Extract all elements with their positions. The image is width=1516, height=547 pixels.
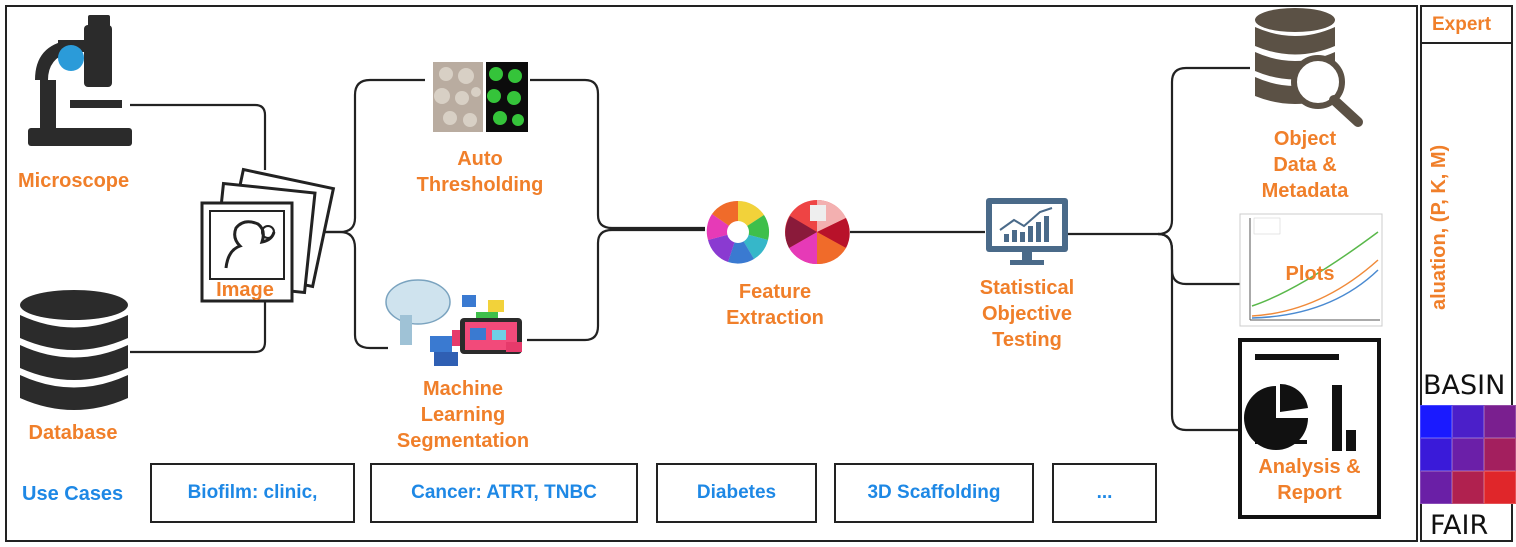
image-label: Image <box>216 279 274 301</box>
evaluation-label: aluation, (P, K, M) <box>1428 144 1450 310</box>
object-data-line-3: Metadata <box>1261 180 1349 202</box>
basin-label: BASIN <box>1423 370 1506 401</box>
use-case-box: ... <box>1052 463 1157 523</box>
grid-cell <box>1420 471 1452 504</box>
object-data-line-2: Data & <box>1273 154 1337 176</box>
grid-cell <box>1484 438 1516 471</box>
use-case-box: Cancer: ATRT, TNBC <box>370 463 638 523</box>
grid-cell <box>1452 405 1484 438</box>
database-search-icon <box>1255 8 1363 127</box>
use-cases-label: Use Cases <box>22 483 124 505</box>
feature-extraction-line-2: Extraction <box>726 307 824 329</box>
basin-fair-grid <box>1420 405 1516 504</box>
grid-cell <box>1420 405 1452 438</box>
analysis-report-line-2: Report <box>1277 482 1342 504</box>
auto-thresholding-label: Auto Thresholding <box>405 146 555 198</box>
microscope-label: Microscope <box>18 170 130 192</box>
grid-cell <box>1452 438 1484 471</box>
grid-cell <box>1420 438 1452 471</box>
report-icon <box>1238 338 1381 519</box>
color-wheel-icons <box>706 199 850 265</box>
microscope-icon <box>28 15 132 146</box>
ml-illustration <box>385 279 522 366</box>
database-icon <box>20 290 128 410</box>
statistical-testing-line-2: Objective <box>981 303 1073 325</box>
plots-thumbnail <box>1239 213 1383 327</box>
image-stack-icon <box>200 167 336 303</box>
object-data-line-1: Object <box>1273 128 1337 150</box>
auto-thresholding-line-1: Auto <box>457 148 503 170</box>
side-panel-frame <box>1420 5 1513 542</box>
grid-cell <box>1484 471 1516 504</box>
main-frame <box>5 5 1418 542</box>
statistical-testing-line-3: Testing <box>992 329 1062 351</box>
analysis-report-label: Analysis & Report <box>1242 454 1377 506</box>
use-case-box: Biofilm: clinic, <box>150 463 355 523</box>
auto-thresholding-line-2: Thresholding <box>416 174 544 196</box>
ml-segmentation-line-2: Learning <box>420 404 506 426</box>
feature-extraction-line-1: Feature <box>738 281 812 303</box>
ml-segmentation-line-3: Segmentation <box>396 430 530 452</box>
analysis-report-line-1: Analysis & <box>1258 456 1361 478</box>
use-case-box: Diabetes <box>656 463 817 523</box>
side-panel-divider <box>1420 42 1513 44</box>
feature-extraction-label: Feature Extraction <box>710 279 840 331</box>
object-data-label: Object Data & Metadata <box>1240 126 1370 204</box>
expert-label: Expert <box>1432 14 1492 35</box>
use-case-box: 3D Scaffolding <box>834 463 1034 523</box>
ml-segmentation-label: Machine Learning Segmentation <box>378 376 548 454</box>
ml-segmentation-line-1: Machine <box>422 378 504 400</box>
fair-label: FAIR <box>1430 510 1489 541</box>
thresholding-thumbnails <box>433 62 528 132</box>
plots-label: Plots <box>1285 263 1335 285</box>
grid-cell <box>1484 405 1516 438</box>
statistical-testing-line-1: Statistical <box>979 277 1075 299</box>
monitor-chart-icon <box>986 198 1068 265</box>
connector-lines <box>130 66 1250 432</box>
grid-cell <box>1452 471 1484 504</box>
statistical-testing-label: Statistical Objective Testing <box>962 275 1092 353</box>
database-label: Database <box>28 422 118 444</box>
